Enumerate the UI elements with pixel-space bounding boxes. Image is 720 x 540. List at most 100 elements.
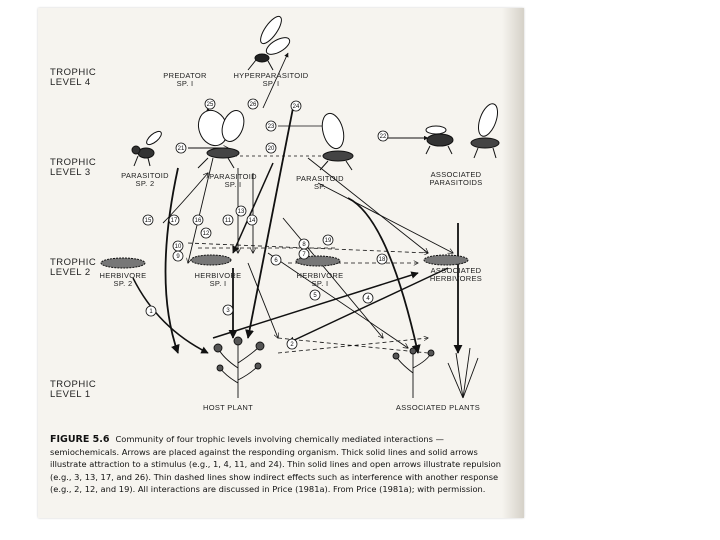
figure-label: FIGURE 5.6 [50,434,110,445]
caption-text: Community of four trophic levels involvi… [50,434,501,494]
herbivore-sp1-caterpillar-b [295,255,341,267]
interaction-line [162,173,208,224]
svg-text:24: 24 [293,104,300,110]
interaction-number: 23 [265,120,277,132]
interaction-line [347,197,421,354]
associated-parasitoid-wasp-illustration [470,103,500,159]
interaction-number: 2 [286,338,298,350]
interaction-number: 20 [265,142,277,154]
interaction-number: 1 [145,305,157,317]
svg-text:25: 25 [207,102,214,108]
interaction-line [245,107,294,339]
hyperparasitoid-illustration [247,15,291,71]
interaction-line [187,242,428,253]
host-plant-label: HOST PLANT [203,403,253,412]
svg-text:19: 19 [325,238,332,244]
svg-text:23: 23 [268,124,275,130]
interaction-line [307,157,428,253]
svg-text:18: 18 [379,257,386,263]
svg-text:21: 21 [178,146,185,152]
svg-text:12: 12 [203,231,210,237]
interaction-number: 8 [298,238,310,250]
associated-parasitoid-fly-illustration [425,125,454,155]
svg-text:13: 13 [238,209,245,215]
svg-text:6: 6 [274,258,278,264]
interaction-line [247,262,278,338]
interaction-number: 24 [290,100,302,112]
interaction-number: 18 [376,253,388,265]
food-web-diagram: 25 26 24 23 22 21 20 15 17 16 11 13 14 1… [100,15,500,399]
interaction-number: 19 [322,234,334,246]
svg-text:17: 17 [171,218,178,224]
svg-text:4: 4 [366,296,370,302]
parasitoid-sp-illustration [319,112,354,171]
svg-text:20: 20 [268,146,275,152]
svg-text:10: 10 [175,244,182,250]
svg-text:16: 16 [195,218,202,224]
interaction-number: 5 [309,289,321,301]
interaction-line [317,182,453,253]
interaction-number: 13 [235,205,247,217]
interaction-number: 10 [172,240,184,252]
interaction-line [282,217,383,338]
interaction-line [267,252,408,348]
associated-plants-label: ASSOCIATED PLANTS [395,403,481,412]
herbivore-sp2-caterpillar [100,257,146,269]
interaction-line [164,167,180,354]
interaction-number: 25 [204,98,216,110]
interaction-number: 6 [270,254,282,266]
interaction-line [212,271,419,339]
svg-text:7: 7 [302,252,306,258]
interaction-number: 15 [142,214,154,226]
interaction-number: 4 [362,292,374,304]
interaction-number: 26 [247,98,259,110]
parasitoid-sp1-illustration [197,109,245,169]
interaction-line [262,52,289,109]
interaction-number: 12 [200,227,212,239]
interaction-number: 14 [246,214,258,226]
herbivore-sp1-caterpillar [190,254,232,266]
svg-text:2: 2 [290,342,294,348]
svg-text:22: 22 [380,134,387,140]
svg-text:8: 8 [302,242,306,248]
interaction-number: 3 [222,304,234,316]
svg-text:9: 9 [176,254,180,260]
svg-text:26: 26 [250,102,257,108]
interaction-number: 22 [377,130,389,142]
interaction-number: 9 [172,250,184,262]
interaction-number: 17 [168,214,180,226]
svg-text:14: 14 [249,218,256,224]
interaction-number: 16 [192,214,204,226]
interaction-number: 7 [298,248,310,260]
interaction-line [287,267,449,344]
svg-text:3: 3 [226,308,230,314]
associated-plants-illustration [392,347,479,399]
parasitoid-sp2-illustration [131,130,162,167]
svg-text:15: 15 [145,218,152,224]
associated-herbivores-caterpillar [423,254,469,266]
interaction-number: 11 [222,214,234,226]
svg-text:5: 5 [313,293,317,299]
svg-text:1: 1 [149,309,153,315]
interaction-line [132,277,209,354]
host-plant-illustration [213,336,265,398]
interaction-number: 21 [175,142,187,154]
svg-text:11: 11 [225,218,232,224]
interaction-line [188,157,214,263]
